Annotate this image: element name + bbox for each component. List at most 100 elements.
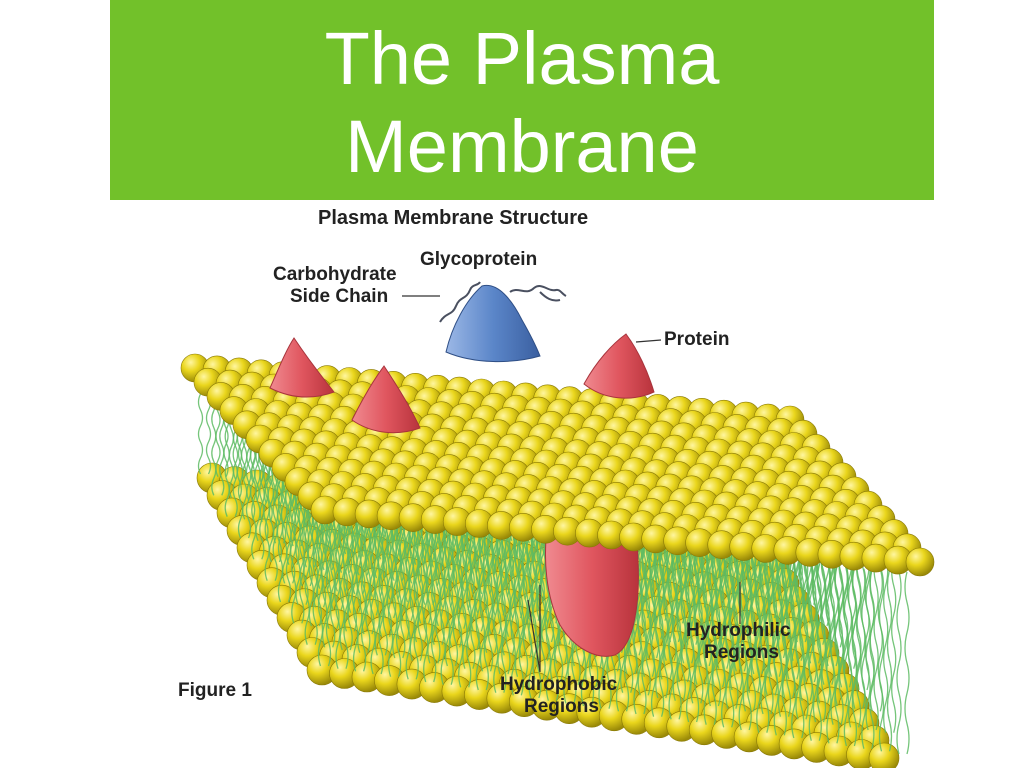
lipid-tail: [322, 505, 328, 648]
lipid-tail: [505, 521, 511, 675]
lipid-tail: [325, 519, 332, 667]
lipid-tail: [725, 541, 731, 709]
lipid-tail: [760, 545, 766, 715]
lipid-tail: [409, 513, 415, 661]
lipid-tail: [655, 535, 661, 699]
carbohydrate-label-line-2: Side Chain: [290, 286, 388, 307]
lipid-tail: [370, 524, 376, 675]
lipid-tail: [510, 537, 516, 696]
lipid-tail: [738, 557, 744, 731]
lipid-tail: [514, 522, 521, 677]
lipid-tail: [487, 519, 494, 672]
lipid-tail: [444, 516, 451, 667]
lipid-tail: [785, 546, 792, 717]
lipid-tail: [291, 488, 297, 624]
lipid-tail: [733, 541, 739, 709]
lipid-tail: [501, 535, 507, 693]
lipid-tail: [847, 552, 854, 728]
lipid-tail: [360, 522, 367, 672]
lipid-tail: [799, 562, 805, 739]
lipid-tail: [746, 557, 752, 731]
lipid-tail: [685, 552, 692, 723]
lipid-tail: [458, 532, 464, 688]
lipid-tail: [400, 511, 406, 659]
lipid-tail: [803, 548, 809, 720]
lipid-tail: [711, 554, 717, 725]
lipid-tail: [352, 522, 359, 672]
lipid-tail: [834, 565, 840, 744]
protein-label: Protein: [664, 329, 729, 350]
title-banner: The Plasma Membrane: [110, 0, 934, 200]
peripheral-protein-center: [351, 365, 421, 434]
glycoprotein-label: Glycoprotein: [420, 249, 537, 270]
lipid-tail: [781, 560, 787, 736]
lipid-tail: [357, 508, 363, 653]
lipid-tail: [698, 538, 704, 704]
lipid-tail: [742, 543, 749, 712]
lipid-tail: [773, 560, 779, 736]
lipid-tail: [431, 529, 437, 683]
lipid-tail: [374, 510, 380, 656]
lipid-tail: [518, 537, 524, 696]
lipid-tail: [536, 538, 542, 699]
lipid-tail: [317, 519, 324, 667]
lipid-tail: [462, 518, 468, 669]
protein-leader-line: [635, 339, 662, 343]
lipid-tail: [347, 507, 353, 651]
lipid-tail: [896, 571, 902, 755]
lipid-tail: [387, 526, 394, 677]
slide-title-line-2: Membrane: [345, 105, 699, 188]
lipid-tail: [224, 409, 230, 517]
lipid-tail: [855, 552, 862, 728]
lipid-tail: [343, 521, 349, 669]
lipid-tail: [703, 554, 709, 725]
lipid-tail: [650, 549, 657, 717]
figure-heading: Plasma Membrane Structure: [318, 207, 588, 229]
lipid-tail: [448, 530, 454, 685]
hydrophobic-leader-lines: [527, 585, 541, 673]
lipid-tail: [672, 537, 678, 701]
lipid-tail: [676, 551, 682, 720]
lipid-tail: [483, 534, 489, 691]
lipid-tail: [891, 556, 897, 733]
lipid-tail: [812, 549, 819, 723]
phospholipid-head: [905, 547, 935, 577]
hydrophobic-label-line-2: Regions: [524, 696, 599, 717]
lipid-tail: [312, 503, 318, 645]
lipid-tail: [658, 549, 665, 717]
lipid-tail: [808, 563, 814, 741]
lipid-tail: [838, 551, 844, 725]
lipid-tail: [851, 567, 858, 747]
lipid-tail: [423, 529, 429, 683]
lipid-tail: [427, 515, 433, 664]
lipid-tail: [878, 570, 885, 752]
lipid-tail: [339, 507, 345, 651]
lipid-tail: [251, 440, 257, 560]
hydrophobic-label-line-1: Hydrophobic: [500, 674, 618, 695]
carbohydrate-label-line-1: Carbohydrate: [273, 264, 397, 285]
lipid-tail: [237, 425, 244, 539]
peripheral-protein-left: [269, 337, 335, 398]
lipid-tail: [668, 551, 674, 720]
lipid-tail: [873, 554, 879, 731]
lipid-tail: [715, 540, 722, 707]
peripheral-protein-right: [583, 333, 655, 399]
hydrophilic-label-line-1: Hydrophilic: [686, 620, 791, 641]
lipid-tail: [395, 526, 402, 677]
lipid-tail: [435, 515, 441, 664]
lipid-tail: [405, 527, 411, 680]
lipid-tail: [497, 521, 503, 675]
lipid-tail: [707, 540, 714, 707]
lipid-tail: [285, 472, 292, 603]
lipid-tail: [211, 393, 217, 496]
lipid-tail: [729, 556, 735, 728]
lipid-tail: [365, 508, 371, 653]
lipid-tail: [440, 530, 446, 685]
lipid-tail: [883, 556, 889, 733]
lipid-tail: [690, 538, 696, 704]
lipid-tail: [645, 534, 651, 696]
lipid-tail: [335, 521, 341, 669]
lipid-tail: [532, 524, 538, 680]
lipid-tail: [470, 518, 476, 669]
lipid-tail: [413, 527, 419, 680]
